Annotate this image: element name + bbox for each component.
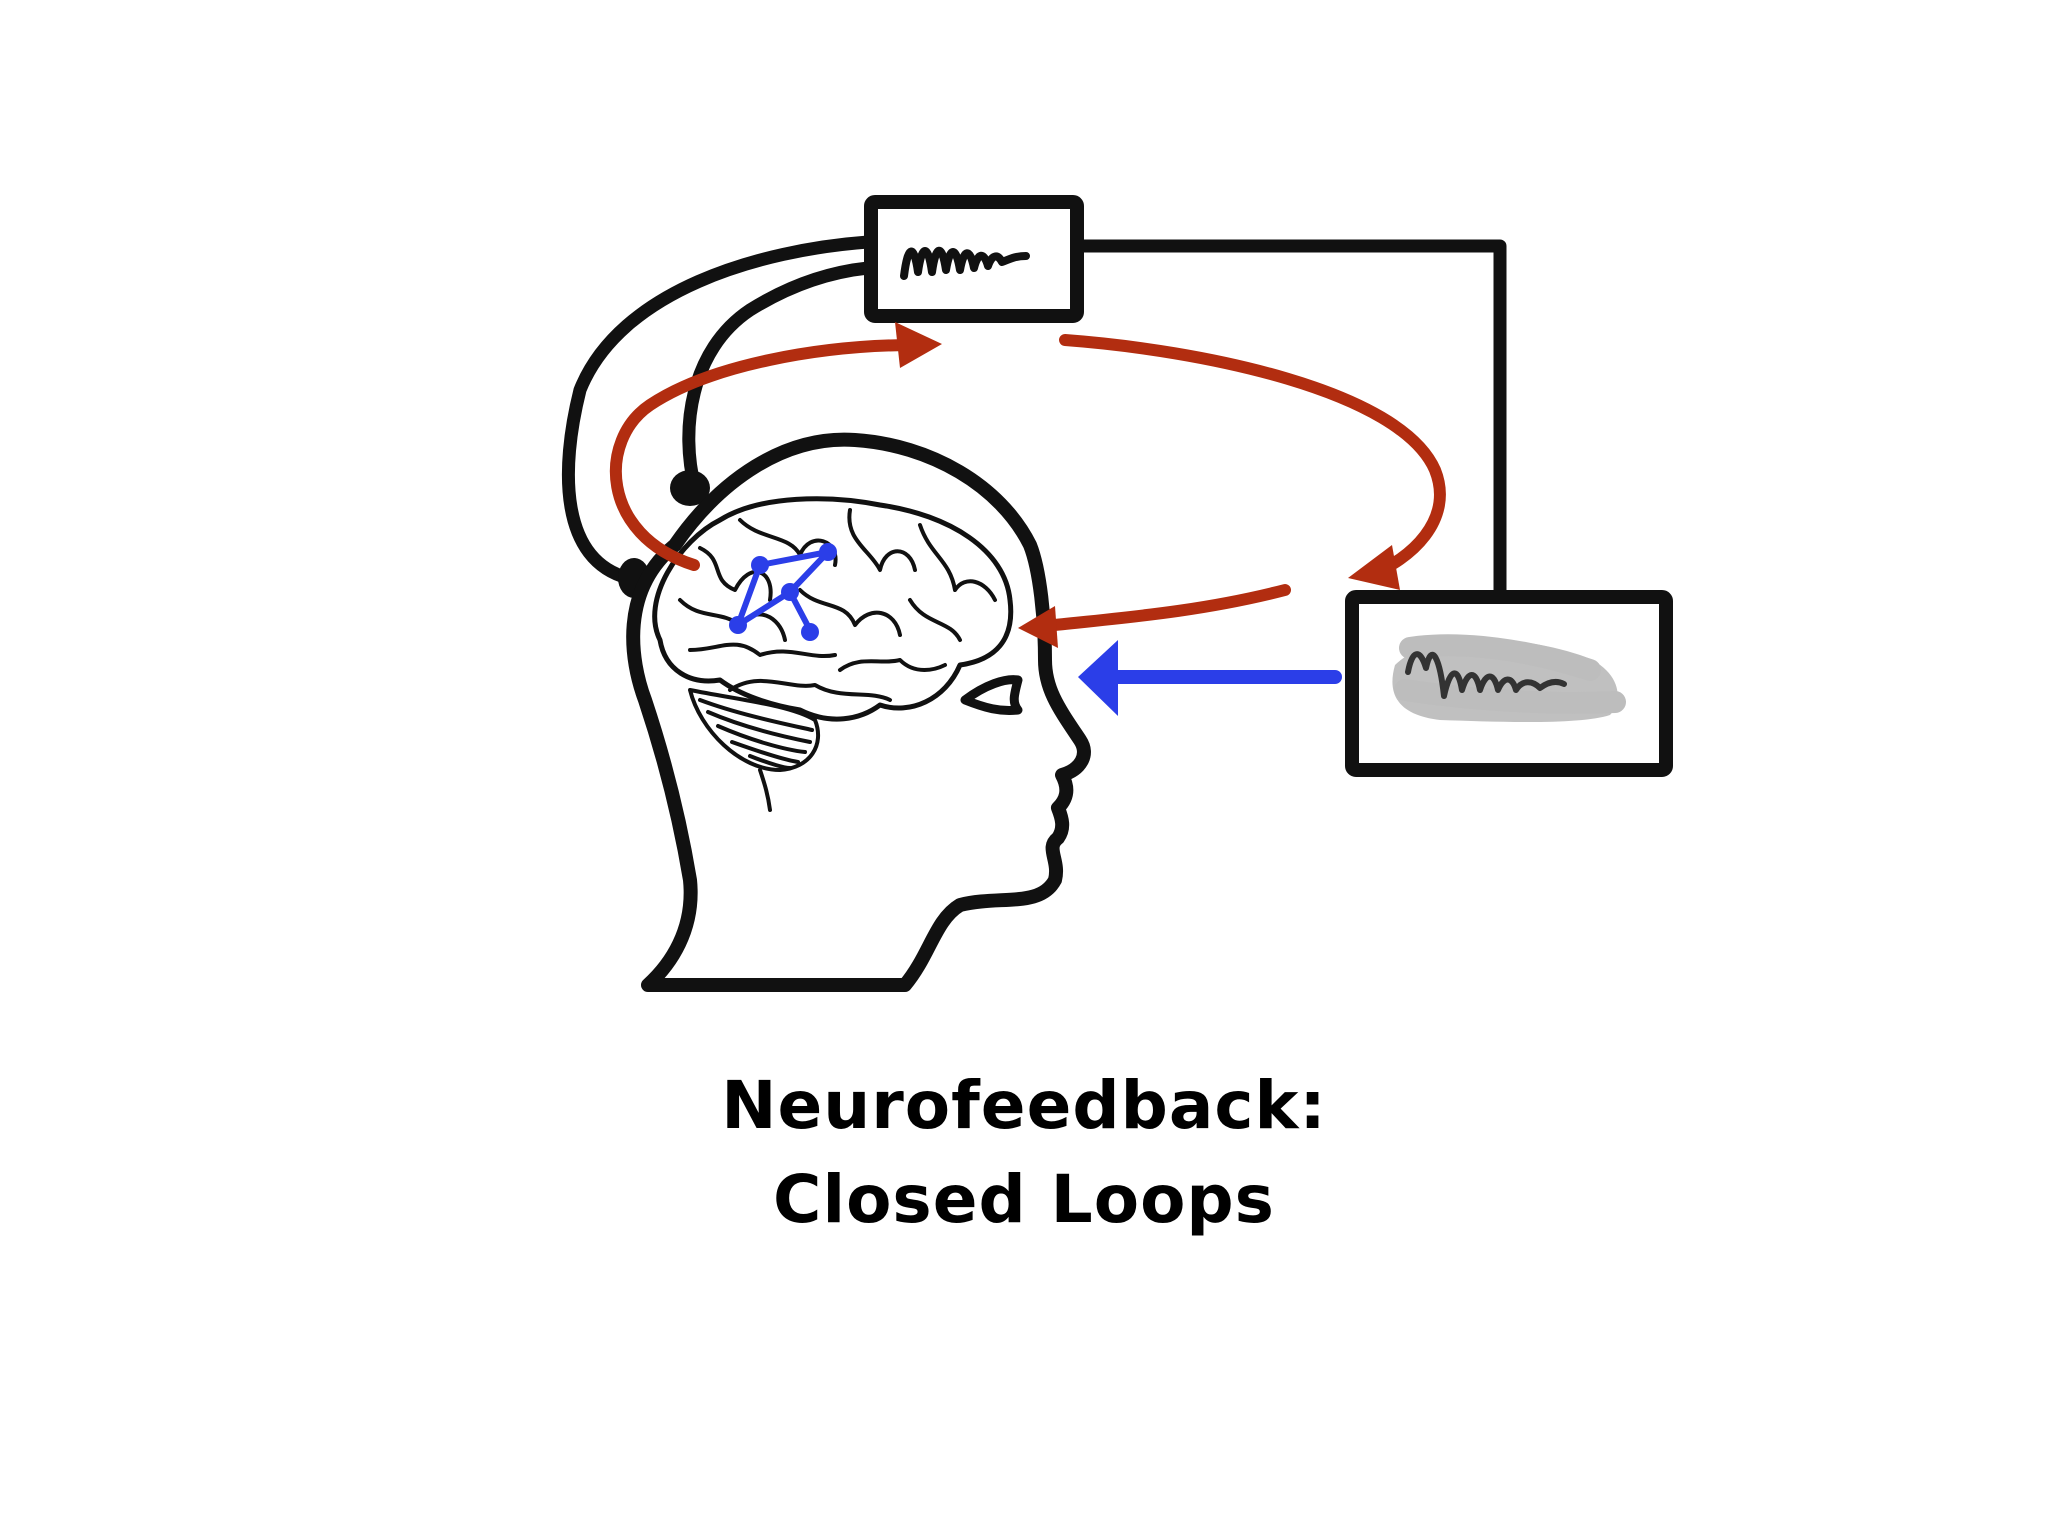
brain-network-icon: [729, 543, 837, 641]
amplifier-to-monitor-arrow: [1059, 334, 1446, 581]
diagram-title-line-1: Neurofeedback:: [721, 1067, 1327, 1144]
amplifier-icon: [864, 195, 1084, 323]
feedback-loop-arrows: [609, 322, 1446, 648]
visual-feedback-arrow: [1078, 640, 1342, 716]
eye-icon: [960, 675, 1023, 715]
electrode-cable-outer: [561, 235, 875, 585]
electrode-icon-top: [670, 470, 710, 506]
monitor-icon: [1345, 590, 1673, 777]
diagram-title-line-2: Closed Loops: [773, 1161, 1275, 1238]
monitor-to-brain-arrow: [1039, 584, 1291, 632]
electrode-cable-inner: [682, 261, 875, 495]
amplifier-monitor-cable: [1078, 239, 1507, 594]
brain-to-amplifier-arrow: [609, 339, 921, 571]
